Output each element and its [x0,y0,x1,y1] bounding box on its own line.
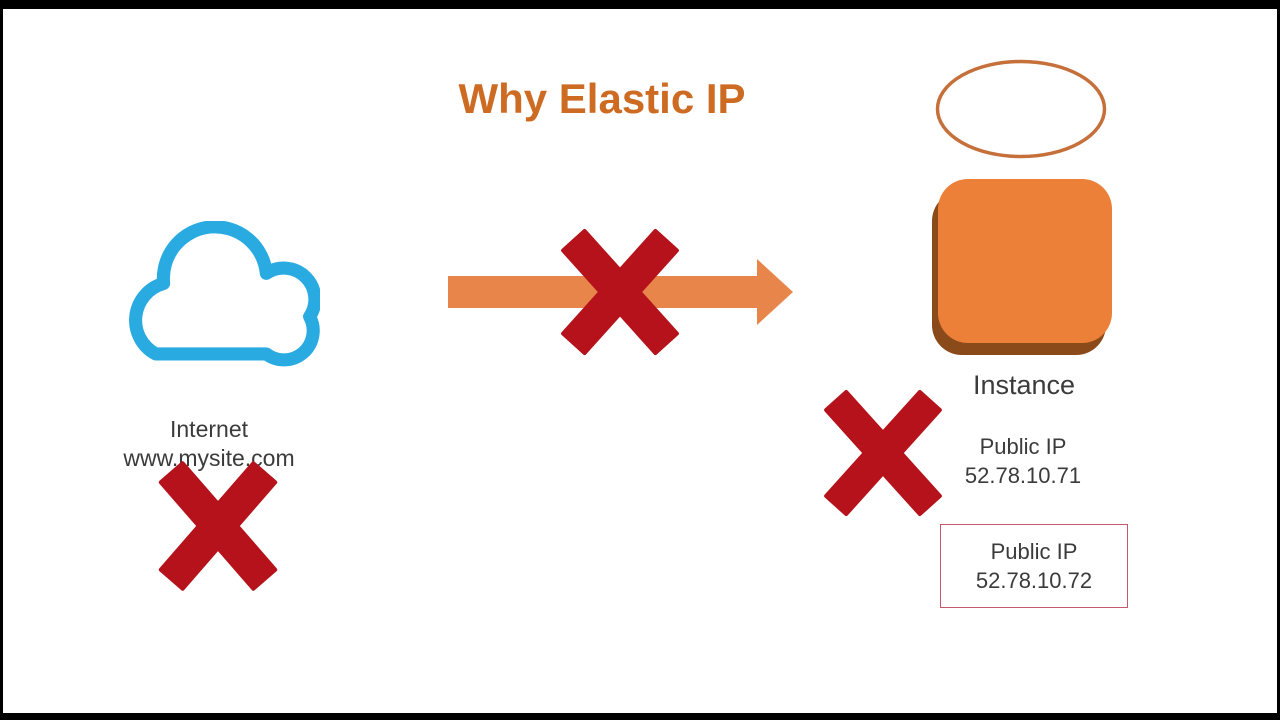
new-public-ip-address: 52.78.10.72 [975,568,1093,593]
old-public-ip-address: 52.78.10.71 [964,463,1082,488]
website-url: www.mysite.com [123,445,295,471]
old-public-ip-title: Public IP [979,434,1067,459]
internet-label: Internet [170,416,248,442]
internet-blocked-cross-icon [170,471,265,581]
old-public-ip: Public IP 52.78.10.71 [923,432,1123,490]
internet-label-block: Internet www.mysite.com [59,415,359,473]
new-public-ip-box: Public IP 52.78.10.72 [940,524,1128,608]
connection-blocked-cross-icon [572,239,667,344]
elastic-ip-ellipse-icon [935,59,1107,159]
instance-square-icon [938,179,1112,343]
old-ip-blocked-cross-icon [835,399,931,507]
slide-title: Why Elastic IP [458,75,746,122]
slide-canvas: Why Elastic IP Internet www.mysite.com I… [3,9,1277,713]
internet-cloud-icon [129,221,320,367]
instance-label: Instance [972,370,1076,400]
new-public-ip-title: Public IP [990,539,1078,564]
